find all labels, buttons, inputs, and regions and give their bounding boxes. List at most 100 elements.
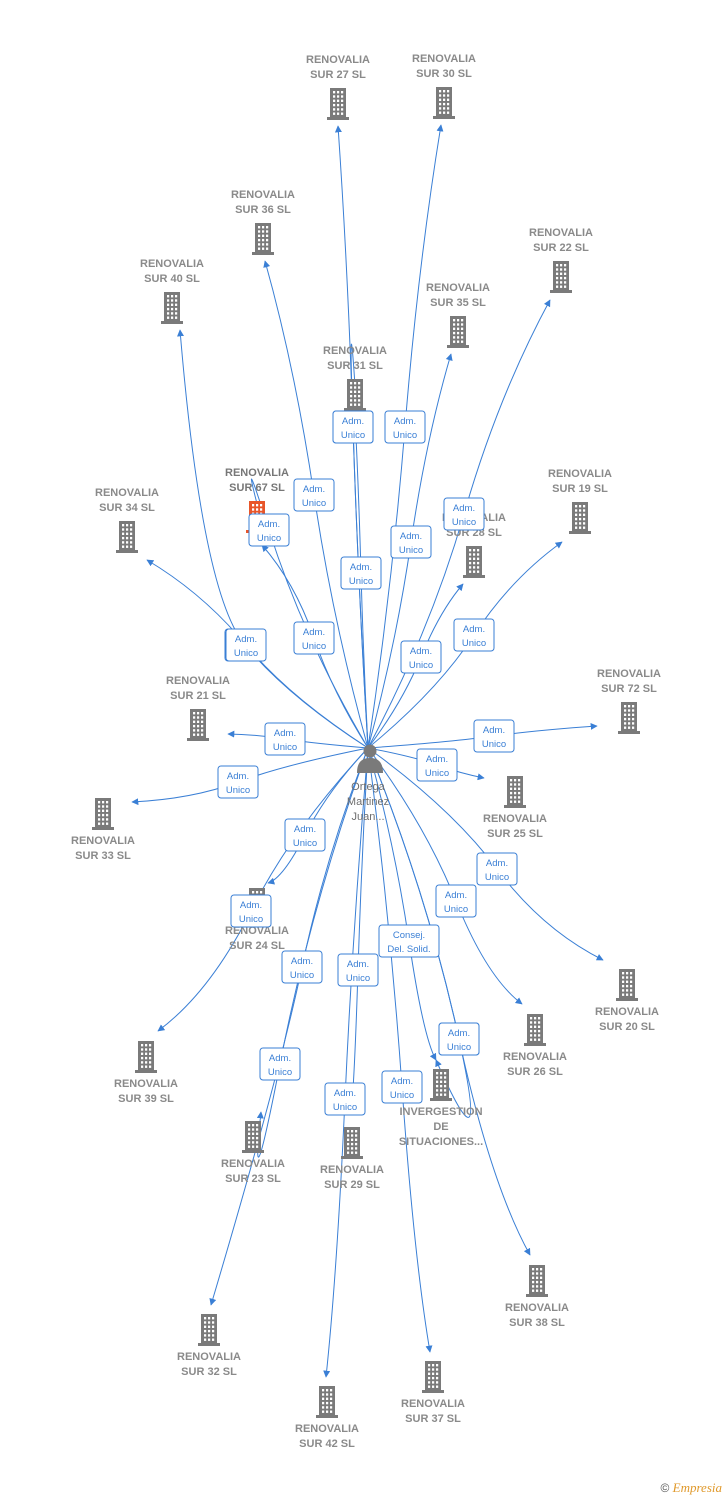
- edge-label-text: Unico: [444, 904, 468, 915]
- edge-label-sur24[interactable]: Adm.Unico: [284, 818, 326, 852]
- building-icon: [135, 1041, 157, 1073]
- building-icon: [430, 1069, 452, 1101]
- edge-label-sur26[interactable]: Adm. Unico: [435, 884, 477, 918]
- edge-label-text: Adm.: [334, 1088, 356, 1099]
- edge-label-sur29[interactable]: Adm.Unico: [337, 953, 379, 987]
- edge-label-sur19[interactable]: Adm.Unico: [453, 618, 495, 652]
- edge-sur37: [367, 747, 433, 1353]
- company-label-line: RENOVALIA: [529, 227, 593, 239]
- building-icon: [341, 1127, 363, 1159]
- center-label-line-2: Martinez: [347, 796, 389, 808]
- company-node-sur36[interactable]: RENOVALIA SUR 36 SL: [231, 189, 295, 255]
- company-label-line: SUR 35 SL: [430, 297, 486, 309]
- edge-label-text: Unico: [349, 576, 373, 587]
- company-node-sur35[interactable]: RENOVALIA SUR 35 SL: [426, 282, 490, 348]
- edge-label-sur28[interactable]: Adm.Unico: [400, 640, 442, 674]
- building-icon: [616, 969, 638, 1001]
- edge-label-invergestion[interactable]: Adm.Unico: [438, 1022, 480, 1056]
- company-node-invergestion[interactable]: INVERGESTIONDESITUACIONES...: [399, 1069, 483, 1148]
- edge-label-sur39[interactable]: Adm.Unico: [230, 894, 272, 928]
- company-label-line: RENOVALIA: [95, 487, 159, 499]
- company-label-line: SUR 38 SL: [509, 1317, 565, 1329]
- edge-label-text: Adm.: [240, 900, 262, 911]
- center-label-line-3: Juan...: [351, 811, 384, 823]
- company-label-line: RENOVALIA: [140, 258, 204, 270]
- company-label-line: RENOVALIA: [295, 1423, 359, 1435]
- edge-label-sur34[interactable]: Adm.Unico: [225, 628, 267, 662]
- edge-label-text: Adm.: [235, 634, 257, 645]
- edge-label-text: Unico: [302, 641, 326, 652]
- building-icon: [550, 261, 572, 293]
- company-label-line: DE: [433, 1121, 448, 1133]
- edge-label-text: Adm.: [400, 531, 422, 542]
- edge-label-sur21[interactable]: Adm.Unico: [264, 722, 306, 756]
- person-icon: [357, 744, 383, 773]
- company-label-line: RENOVALIA: [426, 282, 490, 294]
- edge-label-sur22[interactable]: Adm.Unico: [443, 497, 485, 531]
- edge-label-text: Adm.: [342, 416, 364, 427]
- company-label-line: RENOVALIA: [221, 1158, 285, 1170]
- footer: © Empresia: [660, 1480, 722, 1496]
- edge-label-text: Unico: [268, 1067, 292, 1078]
- edge-label-text: Adm.: [303, 627, 325, 638]
- center-node[interactable]: Ortega Martinez Juan...: [347, 744, 389, 824]
- brand-logo[interactable]: Empresia: [672, 1480, 722, 1495]
- company-node-sur40[interactable]: RENOVALIA SUR 40 SL: [140, 258, 204, 324]
- company-label-line: SUR 19 SL: [552, 483, 608, 495]
- company-label-line: RENOVALIA: [320, 1164, 384, 1176]
- edge-label-sur67[interactable]: Adm.Unico: [248, 513, 290, 547]
- copyright-symbol: ©: [660, 1481, 670, 1495]
- edge-label-sur37[interactable]: Adm.Unico: [381, 1070, 423, 1104]
- company-label-line: SUR 40 SL: [144, 273, 200, 285]
- edge-label-text: Adm.: [445, 890, 467, 901]
- edge-label-sur72[interactable]: Adm.Unico: [473, 719, 515, 753]
- edge-label-sur32[interactable]: Adm.Unico: [281, 950, 323, 984]
- company-label-line: RENOVALIA: [597, 668, 661, 680]
- building-icon: [327, 88, 349, 120]
- building-icon: [161, 292, 183, 324]
- company-label-line: RENOVALIA: [231, 189, 295, 201]
- company-label-line: SUR 36 SL: [235, 204, 291, 216]
- edge-label-sur33[interactable]: Adm.Unico: [217, 765, 259, 799]
- edge-label-text: Unico: [293, 838, 317, 849]
- edge-label-sur31[interactable]: Adm.Unico: [340, 556, 382, 590]
- edge-label-sur36[interactable]: Adm.Unico: [293, 478, 335, 512]
- edge-label-sur20[interactable]: Adm.Unico: [476, 852, 518, 886]
- center-label-line-1: Ortega: [351, 781, 386, 793]
- company-label-line: SUR 27 SL: [310, 69, 366, 81]
- edge-label-invergestion[interactable]: Consej.Del. Solid.: [378, 924, 440, 958]
- building-icon: [463, 546, 485, 578]
- edge-label-sur42[interactable]: Adm.Unico: [324, 1082, 366, 1116]
- edge-label-sur25[interactable]: Adm.Unico: [416, 748, 458, 782]
- edge-label-sur67[interactable]: Adm. Unico: [293, 621, 335, 655]
- edge-label-text: Unico: [482, 739, 506, 750]
- edge-label-text: Adm.: [410, 646, 432, 657]
- company-label-line: SUR 31 SL: [327, 360, 383, 372]
- company-label-line: INVERGESTION: [399, 1106, 482, 1118]
- edge-label-sur31[interactable]: Adm.Unico: [332, 410, 374, 444]
- edge-label-sur35[interactable]: Adm.Unico: [390, 525, 432, 559]
- edge-label-sur23[interactable]: Adm.Unico: [259, 1047, 301, 1081]
- edge-label-sur30[interactable]: Adm.Unico: [384, 410, 426, 444]
